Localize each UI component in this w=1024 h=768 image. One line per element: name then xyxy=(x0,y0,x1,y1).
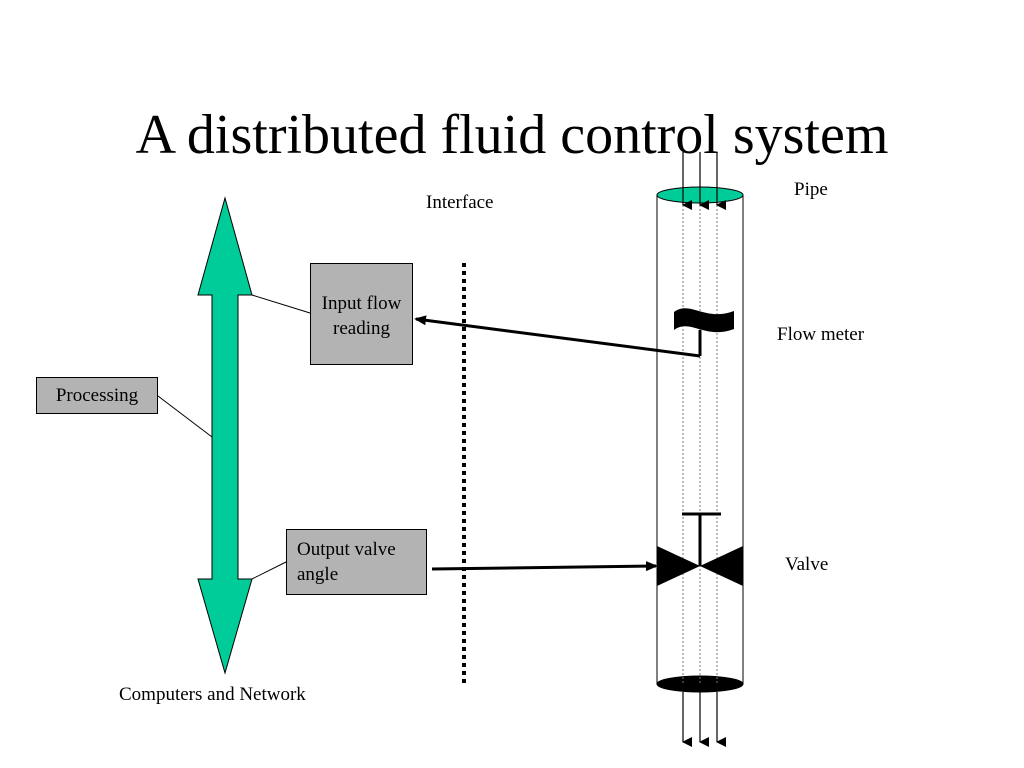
signal-arrow-output xyxy=(431,561,658,572)
output-valve-angle-box: Output valve angle xyxy=(286,529,427,595)
connector-processing-bus xyxy=(157,395,213,438)
connector-input-bus xyxy=(251,294,311,314)
valve-label: Valve xyxy=(785,554,829,575)
flow-meter-label: Flow meter xyxy=(777,324,865,345)
connector-output-bus xyxy=(251,561,287,580)
input-box-line2: reading xyxy=(333,318,390,339)
slide-title: A distributed fluid control system xyxy=(135,104,889,166)
output-box-line1: Output valve xyxy=(297,539,396,560)
computers-network-label: Computers and Network xyxy=(119,684,306,705)
processing-box-label: Processing xyxy=(55,385,139,406)
output-box-line2: angle xyxy=(297,564,339,585)
processing-box: Processing xyxy=(36,377,158,414)
input-flow-reading-box: Input flow reading xyxy=(310,263,413,365)
interface-label: Interface xyxy=(426,192,494,213)
pipe-label: Pipe xyxy=(794,179,828,200)
signal-arrow-input xyxy=(414,315,701,358)
network-bus-arrow xyxy=(197,196,253,675)
flow-meter-sensor xyxy=(674,308,734,333)
input-box-line1: Input flow xyxy=(321,293,402,314)
